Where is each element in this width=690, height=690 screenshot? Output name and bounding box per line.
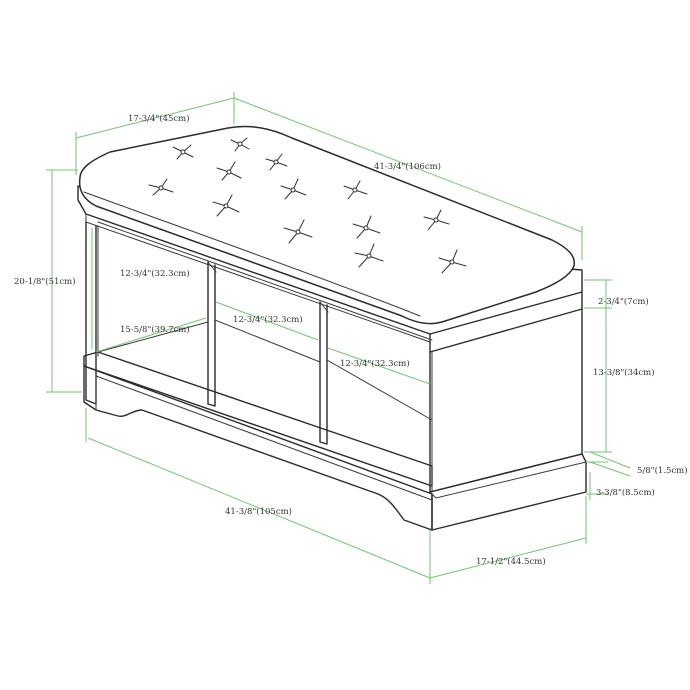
tuft — [280, 178, 307, 200]
dim-line-cubby-depth — [95, 317, 207, 353]
dim-line-top-depth — [75, 92, 235, 175]
tuft — [216, 161, 242, 181]
label-top-depth: 17-3/4"(45cm) — [128, 113, 190, 124]
dim-line-overall-height — [46, 169, 82, 393]
tuft — [343, 180, 368, 200]
tuft — [283, 219, 313, 244]
label-base-width: 41-3/8"(105cm) — [225, 506, 292, 517]
base-front-inner — [95, 375, 433, 501]
tufted-cushion — [78, 125, 576, 325]
label-side-height: 13-3/8"(34cm) — [593, 367, 655, 378]
shelf-back-line — [97, 319, 433, 421]
label-cubby-depth: 15-5/8"(39.7cm) — [120, 324, 190, 335]
base-plinth — [83, 365, 433, 531]
base-right-face — [429, 453, 587, 531]
label-base-depth: 17-1/2"(44.5cm) — [476, 556, 546, 567]
dim-line-cubby-width-right — [327, 347, 431, 385]
label-top-thickness: 2-3/4"(7cm) — [598, 296, 649, 307]
tuft — [438, 249, 467, 274]
tuft — [354, 243, 384, 268]
dim-line-cubby-width-center — [215, 301, 319, 341]
dimension-labels: 17-3/4"(45cm) 41-3/4"(106cm) 20-1/8"(51c… — [14, 113, 688, 567]
dim-line-top-width — [233, 97, 583, 260]
dim-line-base-depth — [429, 496, 587, 579]
dimension-lines — [46, 92, 631, 584]
dim-line-base-height — [586, 461, 608, 500]
tuft — [230, 137, 250, 152]
dim-line-side-height — [584, 308, 612, 453]
label-base-lip: 5/8"(1.5cm) — [637, 465, 688, 476]
cushion-tufts — [148, 137, 467, 274]
divider-right — [319, 301, 328, 445]
right-side-panel — [429, 308, 583, 493]
label-base-height: 3-3/8"(8.5cm) — [596, 487, 655, 498]
label-top-width: 41-3/4"(106cm) — [374, 161, 441, 172]
tuft — [352, 215, 381, 239]
divider-right-back — [319, 301, 329, 313]
divider-left-back — [207, 261, 217, 273]
tuft — [212, 194, 240, 217]
dim-line-base-lip — [589, 451, 631, 477]
tuft — [172, 144, 194, 160]
bench-drawing — [77, 125, 587, 531]
label-cubby-height: 12-3/4"(32.3cm) — [120, 268, 190, 279]
bottom-shelf — [83, 351, 433, 487]
back-panel-top-edge — [97, 221, 433, 341]
tuft — [265, 153, 288, 171]
top-slab-right-face — [429, 291, 583, 353]
cushion-welt — [83, 191, 421, 317]
label-overall-height: 20-1/8"(51cm) — [14, 276, 76, 287]
label-cubby-width-right: 12-3/4"(32.3cm) — [340, 358, 410, 369]
tuft — [148, 178, 174, 196]
label-cubby-width-center: 12-3/4"(32.3cm) — [233, 314, 303, 325]
base-top-lip — [429, 461, 587, 499]
tuft — [423, 209, 450, 231]
left-side-panel — [85, 221, 97, 405]
divider-left — [207, 261, 216, 407]
dim-line-base-width — [85, 408, 431, 584]
